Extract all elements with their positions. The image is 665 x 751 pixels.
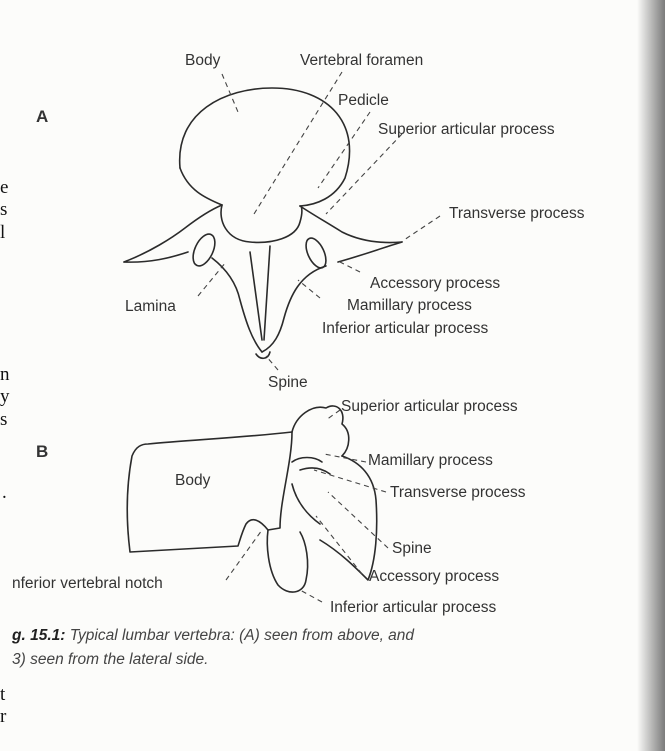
label-mamillary-process-b: Mamillary process <box>368 452 493 470</box>
label-superior-articular-process-a: Superior articular process <box>378 121 555 139</box>
label-body-a: Body <box>185 52 220 70</box>
label-pedicle: Pedicle <box>338 92 389 110</box>
label-superior-articular-process-b: Superior articular process <box>341 398 518 416</box>
label-accessory-process-b: Accessory process <box>369 568 499 586</box>
caption-line-1: Typical lumbar vertebra: (A) seen from a… <box>70 627 414 644</box>
caption-line-2: 3) seen from the lateral side. <box>12 651 208 668</box>
label-transverse-process-a: Transverse process <box>449 205 585 223</box>
label-inferior-articular-process-a: Inferior articular process <box>322 320 488 338</box>
panel-a-label: A <box>36 107 48 127</box>
label-body-b: Body <box>175 472 210 490</box>
label-mamillary-process-a: Mamillary process <box>347 297 472 315</box>
vertebra-lateral-view <box>127 406 377 592</box>
label-lamina: Lamina <box>125 298 176 316</box>
vertebra-superior-view <box>124 88 402 358</box>
figure-caption: g. 15.1: Typical lumbar vertebra: (A) se… <box>12 624 652 672</box>
label-inferior-vertebral-notch: nferior vertebral notch <box>12 575 163 593</box>
label-accessory-process-a: Accessory process <box>370 275 500 293</box>
label-transverse-process-b: Transverse process <box>390 484 526 502</box>
figure-number: g. 15.1: <box>12 627 65 644</box>
panel-b-label: B <box>36 442 48 462</box>
label-inferior-articular-process-b: Inferior articular process <box>330 599 496 617</box>
label-spine-a: Spine <box>268 374 308 392</box>
label-vertebral-foramen: Vertebral foramen <box>300 52 423 70</box>
label-spine-b: Spine <box>392 540 432 558</box>
